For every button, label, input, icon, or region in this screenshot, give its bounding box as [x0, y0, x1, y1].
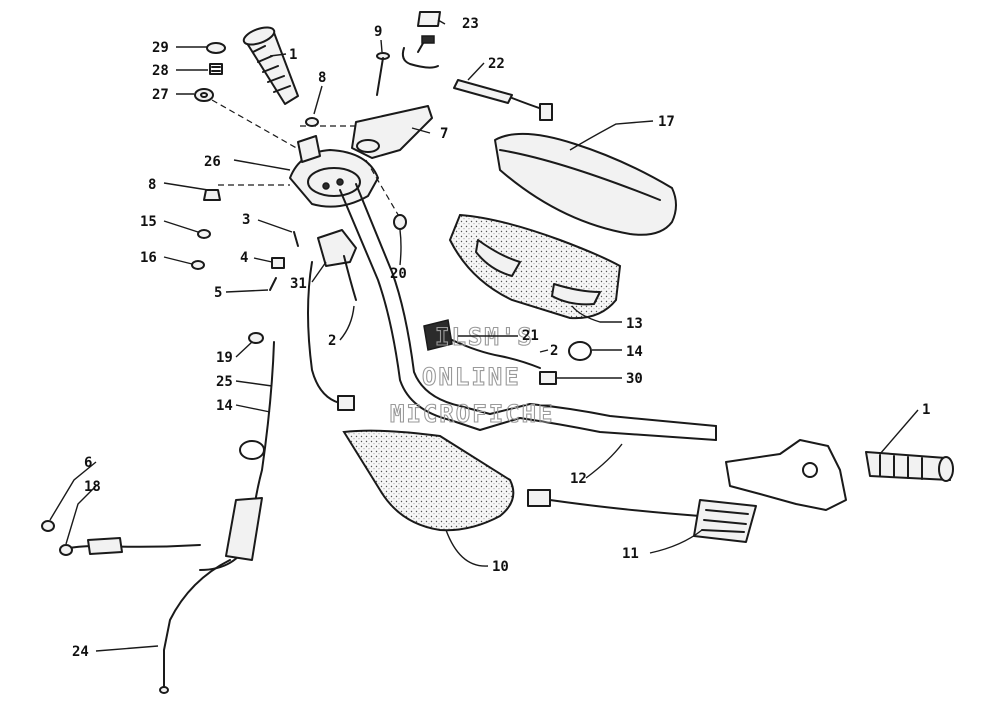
assembly-line-a — [211, 99, 301, 151]
callout-10: 10 — [492, 559, 509, 575]
callout-8-left: 8 — [148, 177, 156, 193]
callout-1-right: 1 — [922, 402, 930, 418]
steering-housing-26 — [289, 135, 379, 208]
pad-17 — [494, 132, 677, 236]
throttle-cable-assembly — [41, 332, 275, 694]
watermark-line-2: ONLINE — [422, 363, 521, 391]
callout-17: 17 — [658, 114, 675, 130]
callout-2-mid: 2 — [550, 343, 558, 359]
watermark-line-1: ILSM'S — [435, 323, 534, 351]
cover-10 — [342, 429, 515, 532]
callout-14-left: 14 — [216, 398, 233, 414]
leader-lines — [49, 19, 919, 652]
watermark-line-3: MICROFICHE — [390, 400, 555, 428]
callout-6: 6 — [84, 455, 92, 471]
callout-13: 13 — [626, 316, 643, 332]
cap-screw-stack — [194, 42, 226, 102]
connector-23 — [401, 11, 441, 69]
callout-14-right: 14 — [626, 344, 643, 360]
grip-top — [242, 26, 299, 105]
callout-5: 5 — [214, 285, 222, 301]
callout-19: 19 — [216, 350, 233, 366]
callout-26: 26 — [204, 154, 221, 170]
callout-31: 31 — [290, 276, 307, 292]
heater-11 — [527, 489, 757, 543]
callout-18: 18 — [84, 479, 101, 495]
callout-25: 25 — [216, 374, 233, 390]
switch-21 — [423, 319, 541, 369]
bolt-9 — [376, 52, 390, 96]
watermark: ILSM'S ONLINE MICROFICHE — [389, 322, 555, 428]
screw-stack-left — [191, 189, 221, 270]
brake-assembly-right — [725, 439, 847, 511]
callout-12: 12 — [570, 471, 587, 487]
callout-22: 22 — [488, 56, 505, 72]
wire-harness-22 — [453, 79, 553, 121]
callout-20: 20 — [390, 266, 407, 282]
callout-3: 3 — [242, 212, 250, 228]
callout-28: 28 — [152, 63, 169, 79]
callout-2-left: 2 — [328, 333, 336, 349]
throttle-block-31 — [317, 229, 357, 267]
callout-27: 27 — [152, 87, 169, 103]
callout-24: 24 — [72, 644, 89, 660]
callout-7: 7 — [440, 126, 448, 142]
clip-20 — [393, 214, 407, 230]
callout-16: 16 — [140, 250, 157, 266]
callout-21: 21 — [522, 328, 539, 344]
callout-30: 30 — [626, 371, 643, 387]
callout-29: 29 — [152, 40, 169, 56]
callout-15: 15 — [140, 214, 157, 230]
callout-4: 4 — [240, 250, 248, 266]
clamp-ring-14-right — [568, 341, 592, 361]
small-hardware-3-4-5 — [269, 231, 299, 291]
pad-cover-13 — [448, 213, 622, 320]
handlebar-12 — [339, 183, 717, 441]
callout-23: 23 — [462, 16, 479, 32]
connector-30 — [539, 371, 557, 385]
callout-11: 11 — [622, 546, 639, 562]
assembly-line-c — [365, 159, 401, 219]
callout-1-top: 1 — [289, 47, 297, 63]
callout-8-top: 8 — [318, 70, 326, 86]
grip-right — [865, 451, 954, 482]
wire-2-left — [307, 255, 357, 411]
callout-9: 9 — [374, 24, 382, 40]
clamp-7 — [305, 105, 433, 159]
